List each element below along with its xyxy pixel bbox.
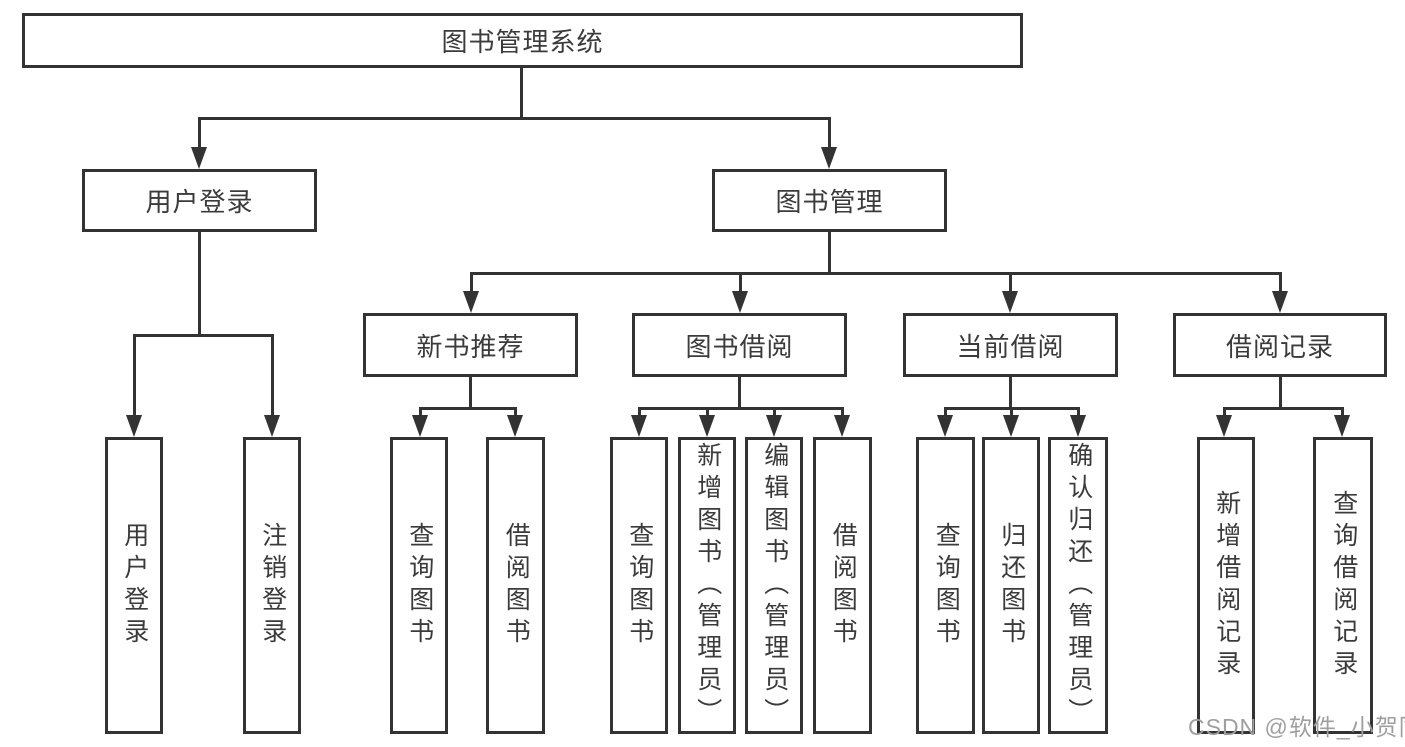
leaf-add-borrow-record: 新增借阅记录 <box>1197 437 1255 734</box>
leaf-borrow-book-1: 借阅图书 <box>486 437 545 734</box>
arrow-to-book-borrow <box>732 273 748 313</box>
leaf-logout: 注销登录 <box>243 437 301 734</box>
leaf-query-borrow-record: 查询借阅记录 <box>1313 437 1373 734</box>
arrow-to-leaf-user-login <box>126 335 142 437</box>
connector-book-borrow-drop <box>738 377 741 408</box>
csdn-watermark: CSDN @软件_小贺同学 <box>1188 714 1405 740</box>
arrow-to-add-book-admin <box>699 408 715 437</box>
connector-current-borrow-drop <box>1009 377 1012 408</box>
node-new-book-recommend: 新书推荐 <box>363 313 578 377</box>
arrow-to-query-borrow-record <box>1334 408 1350 437</box>
leaf-query-book-2: 查询图书 <box>610 437 668 734</box>
arrow-to-book-management <box>821 118 837 169</box>
node-user-login: 用户登录 <box>82 169 317 232</box>
leaf-add-book-admin: 新增图书（管理员） <box>678 437 736 734</box>
connector-user-login-drop <box>197 232 201 335</box>
connector-new-book-branch <box>418 406 517 410</box>
connector-level3-branch <box>469 271 1282 275</box>
arrow-to-borrow-record <box>1272 273 1288 313</box>
connector-book-management-drop <box>827 232 831 273</box>
arrow-to-borrow-book-2 <box>834 408 850 437</box>
connector-new-book-drop <box>469 377 472 408</box>
leaf-borrow-book-2: 借阅图书 <box>813 437 872 734</box>
node-book-borrow: 图书借阅 <box>632 313 847 377</box>
arrow-to-query-book-3 <box>937 408 953 437</box>
node-current-borrow: 当前借阅 <box>903 313 1118 377</box>
connector-level2-branch <box>197 116 831 120</box>
arrow-to-borrow-book-1 <box>507 408 523 437</box>
arrow-to-query-book-1 <box>412 408 428 437</box>
node-borrow-record: 借阅记录 <box>1173 313 1387 377</box>
leaf-edit-book-admin: 编辑图书（管理员） <box>745 437 803 734</box>
arrow-to-edit-book-admin <box>766 408 782 437</box>
connector-user-login-branch <box>132 333 274 337</box>
arrow-to-user-login <box>191 118 207 169</box>
leaf-return-book: 归还图书 <box>982 437 1040 734</box>
connector-borrow-record-drop <box>1278 377 1282 408</box>
node-book-management: 图书管理 <box>712 169 947 232</box>
arrow-to-leaf-logout <box>264 335 280 437</box>
arrow-to-confirm-return-admin <box>1070 408 1086 437</box>
arrow-to-query-book-2 <box>631 408 647 437</box>
arrow-to-new-book-recommend <box>463 273 479 313</box>
leaf-query-book-3: 查询图书 <box>916 437 975 734</box>
leaf-confirm-return-admin: 确认归还（管理员） <box>1048 437 1108 734</box>
connector-borrow-record-branch <box>1222 406 1344 410</box>
leaf-user-login: 用户登录 <box>105 437 163 734</box>
arrow-to-return-book <box>1003 408 1019 437</box>
leaf-query-book-1: 查询图书 <box>390 437 448 734</box>
arrow-to-current-borrow <box>1002 273 1018 313</box>
connector-root-drop <box>519 68 523 118</box>
connector-book-borrow-branch <box>637 406 844 410</box>
arrow-to-add-borrow-record <box>1216 408 1232 437</box>
node-library-system: 图书管理系统 <box>22 13 1023 68</box>
